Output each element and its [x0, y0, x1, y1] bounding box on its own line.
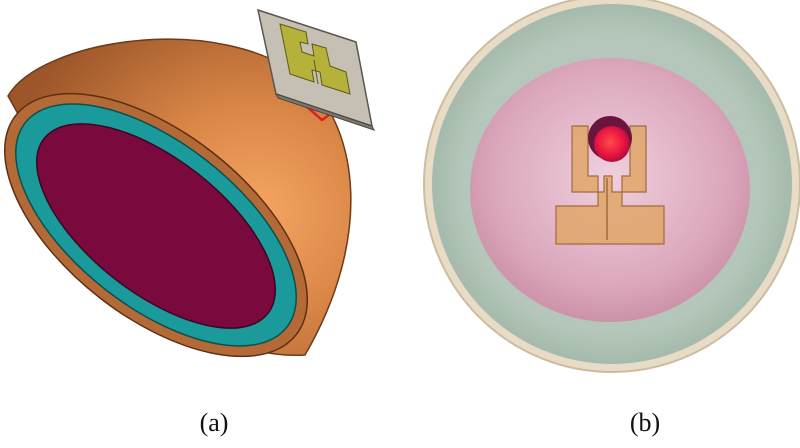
core-layer: [35, 123, 277, 329]
antenna-patch: [555, 125, 665, 245]
panel-a: [3, 8, 375, 358]
panel-b-caption: (b): [629, 408, 661, 437]
hemisphere-model: [3, 38, 352, 358]
hotspot-core: [594, 126, 630, 162]
panel-b: [423, 0, 800, 373]
antenna-board: [256, 8, 375, 131]
copper-trace: [279, 23, 351, 95]
antenna-topview: [555, 116, 665, 245]
board-edge: [275, 93, 375, 131]
panel-a-caption: (a): [199, 408, 229, 437]
